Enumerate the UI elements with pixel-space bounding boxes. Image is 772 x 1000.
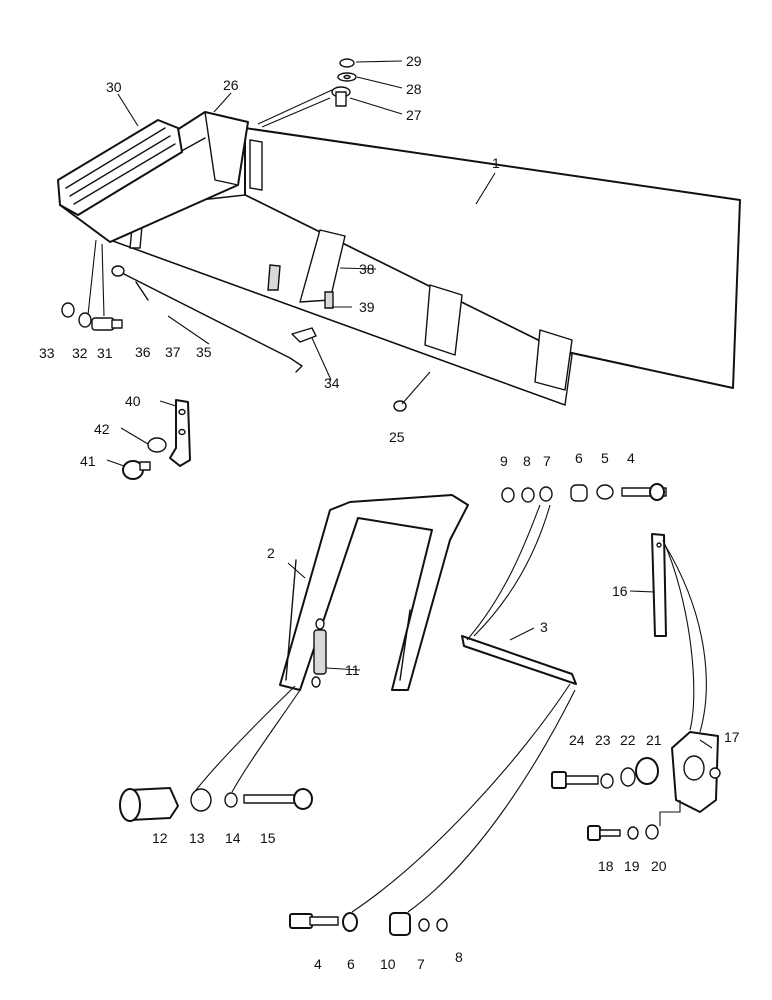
callout-18: 18 bbox=[598, 858, 614, 874]
callout-36: 36 bbox=[135, 344, 151, 360]
bracket-40 bbox=[169, 399, 191, 467]
grille bbox=[57, 119, 183, 216]
plate-16 bbox=[651, 533, 667, 637]
washer-32 bbox=[78, 312, 92, 328]
roller-12 bbox=[119, 787, 179, 822]
callout-7-upper: 7 bbox=[543, 453, 551, 469]
callout-40: 40 bbox=[125, 393, 141, 409]
callout-25: 25 bbox=[389, 429, 405, 445]
callout-32: 32 bbox=[72, 345, 88, 361]
washer-23 bbox=[600, 773, 614, 789]
washer-7-upper bbox=[539, 486, 553, 502]
washer-22 bbox=[620, 767, 636, 787]
spring-11 bbox=[311, 618, 327, 688]
callout-7-lower: 7 bbox=[417, 956, 425, 972]
washer-19 bbox=[627, 826, 639, 840]
bracket-17 bbox=[671, 731, 721, 813]
callout-11: 11 bbox=[345, 662, 360, 678]
screw-27 bbox=[331, 86, 351, 107]
spacer-6-upper bbox=[570, 484, 588, 502]
callout-34: 34 bbox=[324, 375, 340, 391]
callout-29: 29 bbox=[406, 53, 422, 69]
callout-28: 28 bbox=[406, 81, 422, 97]
callout-labels: 1 2 3 4 4 5 6 6 7 7 8 8 9 10 11 12 13 14… bbox=[39, 53, 740, 972]
callout-30: 30 bbox=[106, 79, 122, 95]
callout-6-lower: 6 bbox=[347, 956, 355, 972]
callout-24: 24 bbox=[569, 732, 585, 748]
callout-31: 31 bbox=[97, 345, 113, 361]
washer-8-upper bbox=[521, 487, 535, 503]
washer-33 bbox=[61, 302, 75, 318]
washer-8-lower bbox=[436, 918, 448, 932]
callout-13: 13 bbox=[189, 830, 205, 846]
callout-12: 12 bbox=[152, 830, 168, 846]
callout-14: 14 bbox=[225, 830, 241, 846]
washer-13 bbox=[190, 788, 212, 812]
callout-6-upper: 6 bbox=[575, 450, 583, 466]
callout-42: 42 bbox=[94, 421, 110, 437]
callout-27: 27 bbox=[406, 107, 422, 123]
callout-41: 41 bbox=[80, 453, 96, 469]
callout-37: 37 bbox=[165, 344, 181, 360]
callout-26: 26 bbox=[223, 77, 239, 93]
washer-7-lower bbox=[418, 918, 430, 932]
bolt-15 bbox=[243, 788, 313, 810]
pin-37 bbox=[135, 281, 149, 301]
callout-10: 10 bbox=[380, 956, 396, 972]
hood-underside bbox=[109, 194, 573, 406]
callout-2: 2 bbox=[267, 545, 275, 561]
callout-23: 23 bbox=[595, 732, 611, 748]
callout-4-upper: 4 bbox=[627, 450, 635, 466]
bolt-4-upper bbox=[621, 483, 667, 501]
callout-33: 33 bbox=[39, 345, 55, 361]
washer-14 bbox=[224, 792, 238, 808]
plug-25 bbox=[393, 400, 407, 412]
callout-4-lower: 4 bbox=[314, 956, 322, 972]
callout-21: 21 bbox=[646, 732, 662, 748]
nut-29 bbox=[339, 58, 355, 68]
callout-1: 1 bbox=[492, 155, 500, 171]
nut-42 bbox=[147, 437, 167, 453]
stay-rod-35 bbox=[119, 271, 303, 373]
callout-9: 9 bbox=[500, 453, 508, 469]
callout-16: 16 bbox=[612, 583, 628, 599]
washer-5 bbox=[596, 484, 614, 500]
washer-36 bbox=[111, 265, 125, 277]
callout-3: 3 bbox=[540, 619, 548, 635]
callout-38: 38 bbox=[359, 261, 375, 277]
callout-17: 17 bbox=[724, 729, 740, 745]
clip-34 bbox=[291, 327, 317, 343]
callout-5: 5 bbox=[601, 450, 609, 466]
callout-19: 19 bbox=[624, 858, 640, 874]
frame-2 bbox=[279, 494, 469, 691]
washer-20 bbox=[645, 824, 659, 840]
bushing-10 bbox=[389, 912, 411, 936]
bolt-31 bbox=[91, 317, 123, 331]
callout-35: 35 bbox=[196, 344, 212, 360]
callout-8-lower: 8 bbox=[455, 949, 463, 965]
washer-21 bbox=[635, 757, 659, 785]
arm-3 bbox=[461, 635, 577, 685]
bolt-18 bbox=[587, 825, 621, 841]
bolt-24 bbox=[551, 771, 599, 789]
washer-28 bbox=[337, 72, 357, 82]
callout-39: 39 bbox=[359, 299, 375, 315]
leader-lines bbox=[87, 60, 713, 913]
callout-8-upper: 8 bbox=[523, 453, 531, 469]
spacer-6-lower bbox=[342, 912, 358, 932]
callout-22: 22 bbox=[620, 732, 636, 748]
washer-9-upper bbox=[501, 487, 515, 503]
bolt-41 bbox=[122, 460, 151, 480]
bolt-4-lower bbox=[289, 913, 339, 929]
callout-15: 15 bbox=[260, 830, 276, 846]
callout-20: 20 bbox=[651, 858, 667, 874]
